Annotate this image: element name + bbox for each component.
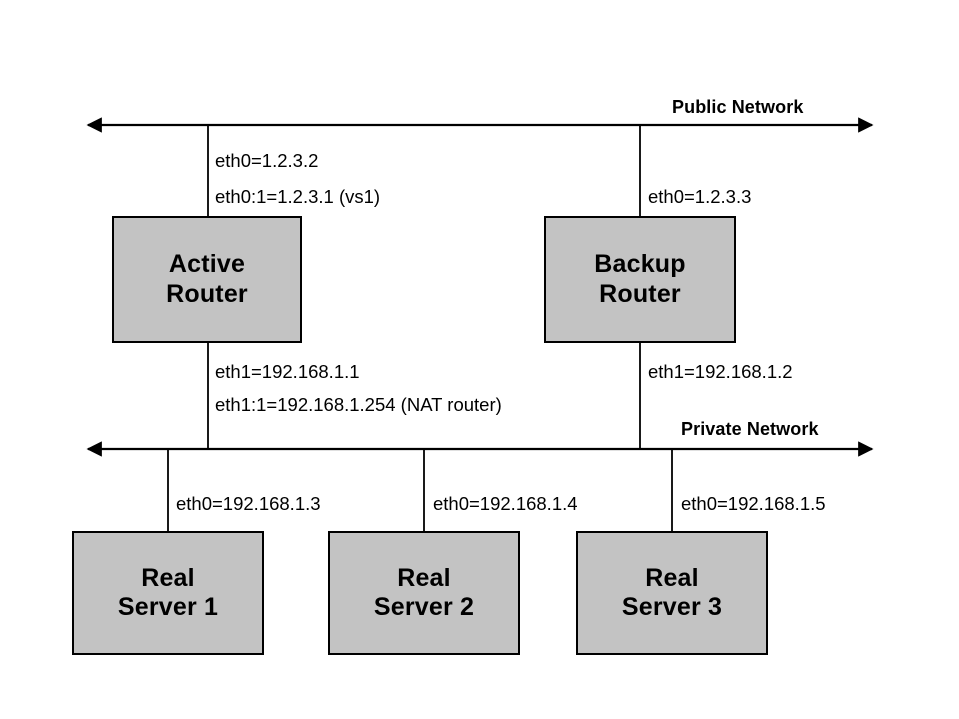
- node-backup-router[interactable]: Backup Router: [544, 216, 736, 343]
- private-network-label: Private Network: [681, 419, 819, 439]
- node-active-router-line-2: Router: [166, 279, 248, 308]
- interface-label-real-server-2-eth0: eth0=192.168.1.4: [433, 493, 578, 514]
- node-real-server-2-line-2: Server 2: [373, 593, 475, 621]
- node-real-server-2-line-1: Real: [397, 563, 451, 592]
- node-real-server-3-line-2: Server 3: [621, 593, 723, 621]
- interface-label-active-eth0: eth0=1.2.3.2: [215, 150, 319, 171]
- node-real-server-1-line-1: Real: [141, 563, 195, 592]
- node-real-server-3[interactable]: Real Server 3: [576, 531, 768, 655]
- node-active-router-line-1: Active: [168, 250, 246, 278]
- interface-label-real-server-3-eth0: eth0=192.168.1.5: [681, 493, 826, 514]
- interface-label-active-eth1-1: eth1:1=192.168.1.254 (NAT router): [215, 394, 502, 415]
- node-real-server-3-line-1: Real: [645, 563, 699, 592]
- interface-label-real-server-1-eth0: eth0=192.168.1.3: [176, 493, 321, 514]
- node-active-router[interactable]: Active Router: [112, 216, 302, 343]
- interface-label-backup-eth1: eth1=192.168.1.2: [648, 361, 793, 382]
- node-backup-router-line-1: Backup: [594, 250, 686, 278]
- interface-label-active-eth1: eth1=192.168.1.1: [215, 361, 360, 382]
- interface-label-active-eth0-1: eth0:1=1.2.3.1 (vs1): [215, 186, 381, 207]
- node-real-server-1-line-2: Server 1: [117, 593, 219, 621]
- node-real-server-2[interactable]: Real Server 2: [328, 531, 520, 655]
- interface-label-backup-eth0: eth0=1.2.3.3: [648, 186, 752, 207]
- public-network-label: Public Network: [672, 97, 804, 117]
- node-real-server-1[interactable]: Real Server 1: [72, 531, 264, 655]
- node-backup-router-line-2: Router: [599, 279, 681, 308]
